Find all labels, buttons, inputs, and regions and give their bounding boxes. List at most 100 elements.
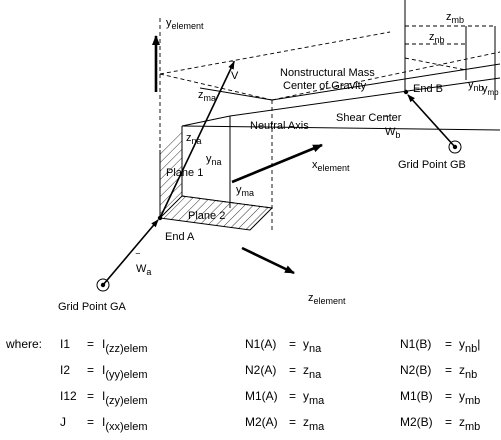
legend-item: I2 = I(yy)elem [60,363,148,381]
legend-item: N1(B) = ynb| [400,337,480,355]
legend-item: J = I(xx)elem [60,415,148,433]
svg-text:N1(A): N1(A) [245,337,276,351]
grid-point-ga-marker [96,278,110,292]
grid-point-gb-label: Grid Point GB [398,159,466,171]
w-a-vector [102,219,159,286]
beam-top-dashed [159,31,391,75]
grid-point-gb-marker [448,140,462,154]
svg-text:zma: zma [303,415,325,433]
z-element-label: zelement [308,292,346,306]
svg-text:zelement: zelement [308,292,346,306]
svg-text:yelement: yelement [166,17,204,31]
plane-1-hatch [160,126,182,218]
y-nb-label: ynb [468,79,484,93]
legend-where: where: [5,337,42,351]
svg-text:M1(B): M1(B) [400,389,433,403]
svg-text:N1(B): N1(B) [400,337,431,351]
x-element-axis [231,143,323,184]
svg-text:I12: I12 [60,389,77,403]
svg-text:M1(A): M1(A) [245,389,278,403]
y-na-label: yna [206,153,222,167]
svg-text:zmb: zmb [459,415,480,433]
svg-text:yna: yna [303,337,322,355]
plane-2-outline [159,195,274,231]
mass-cg-line [271,63,501,101]
w-b-accent: ‾ [384,116,390,128]
svg-text:I(zz)elem: I(zz)elem [102,337,148,355]
svg-text:=: = [289,337,296,351]
svg-text:M2(A): M2(A) [245,415,278,429]
svg-text:=: = [289,389,296,403]
x-element-label: xelement [312,159,350,173]
w-b-vector [407,94,456,148]
w-a-accent: ‾ [135,253,141,265]
legend-item: M2(B) = zmb [400,415,480,433]
svg-text:ymb: ymb [459,389,480,407]
nsm-label-line1: Nonstructural Mass [280,67,375,79]
svg-text:ynb|: ynb| [459,337,480,355]
z-nb-label: znb [429,31,445,45]
grid-point-ga-label: Grid Point GA [58,301,127,313]
nsm-label-line2: Center of Gravity [283,80,367,92]
plane-1-label: Plane 1 [166,167,203,179]
plane-2-label: Plane 2 [188,210,225,222]
z-ma-dim [199,87,273,101]
end-b-label: End B [413,83,443,95]
z-na-label: zna [186,132,202,146]
svg-text:=: = [445,337,452,351]
svg-text:=: = [289,363,296,377]
end-a-dot [157,215,163,221]
v-bar-accent: ‾ [230,61,236,73]
legend-item: N2(B) = znb [400,363,477,381]
legend-item: N2(A) = zna [245,363,322,381]
svg-text:N2(A): N2(A) [245,363,276,377]
svg-text:=: = [87,363,94,377]
end-a-label: End A [165,231,195,243]
legend: where: I1 = I(zz)elem I2 = I(yy)elem I12… [5,337,480,433]
z-mb-label: zmb [446,11,464,25]
y-element-label: yelement [166,17,204,31]
legend-item: I12 = I(zy)elem [60,389,148,407]
svg-text:xelement: xelement [312,159,350,173]
svg-text:=: = [445,363,452,377]
beam-top-dashed-2 [271,51,501,101]
svg-text:I1: I1 [60,337,70,351]
svg-text:=: = [445,389,452,403]
neutral-axis-label: Neutral Axis [250,120,309,132]
legend-col1: I1 = I(zz)elem I2 = I(yy)elem I12 = I(zy… [60,337,148,433]
w-a-label: Wa [136,263,151,277]
svg-text:J: J [60,415,66,429]
y-ma-label: yma [236,184,254,198]
svg-text:=: = [87,415,94,429]
neutral-axis-line [229,77,501,117]
svg-text:=: = [445,415,452,429]
legend-item: I1 = I(zz)elem [60,337,148,355]
svg-text:=: = [87,389,94,403]
legend-col2: N1(A) = yna N2(A) = zna M1(A) = yma M2(A… [245,337,325,433]
legend-item: M2(A) = zma [245,415,325,433]
legend-item: M1(B) = ymb [400,389,480,407]
y-mb-label: ymb [482,83,499,97]
svg-text:I(xx)elem: I(xx)elem [102,415,148,433]
z-element-axis [241,246,295,275]
v-bar-label: V [231,70,239,82]
legend-item: M1(A) = yma [245,389,325,407]
v-vector [159,61,235,219]
svg-text:=: = [289,415,296,429]
svg-text:zna: zna [303,363,322,381]
end-b-dash-3 [404,57,467,71]
shear-center-line [181,125,501,131]
svg-text:znb: znb [459,363,477,381]
end-b-dot [403,89,409,95]
shear-center-label: Shear Center [336,112,402,124]
svg-text:yma: yma [303,389,325,407]
svg-text:=: = [87,337,94,351]
z-ma-top-line [159,73,273,101]
z-ma-top-label: zma [198,89,216,103]
legend-item: N1(A) = yna [245,337,322,355]
svg-text:N2(B): N2(B) [400,363,431,377]
svg-text:M2(B): M2(B) [400,415,433,429]
legend-col3: N1(B) = ynb| N2(B) = znb M1(B) = ymb M2(… [400,337,480,433]
svg-text:I2: I2 [60,363,70,377]
